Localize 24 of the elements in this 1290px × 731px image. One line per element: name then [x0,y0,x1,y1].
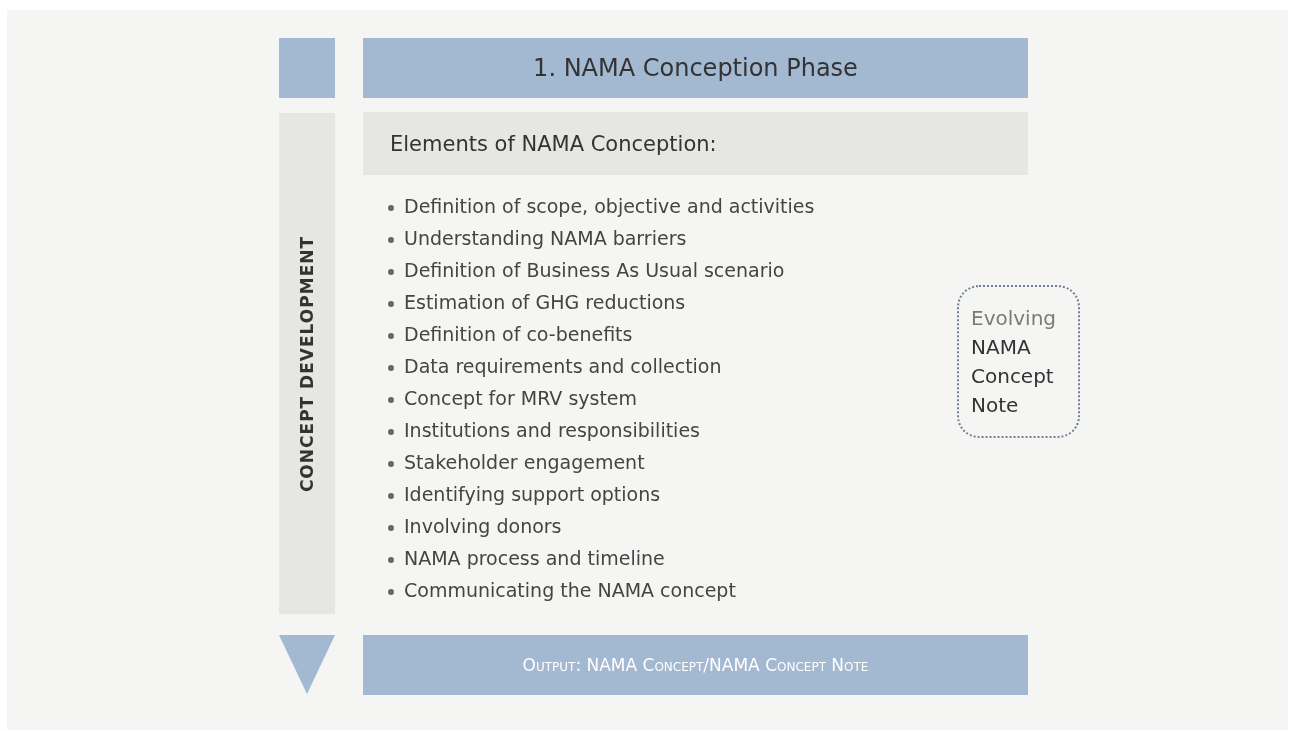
list-item: Definition of Business As Usual scenario [404,259,785,281]
list-item: Definition of co-benefits [404,323,633,345]
list-item: Concept for MRV system [404,387,638,409]
list-item: Data requirements and collection [404,355,722,377]
list-item: Understanding NAMA barriers [404,227,687,249]
list-item: Estimation of GHG reductions [404,291,686,313]
header-bar [363,38,1028,98]
note-text: NAMA Concept Note [971,333,1055,419]
arrowhead-triangle [279,635,335,694]
output-bar [363,635,1028,695]
section-heading: Elements of NAMA Conception: [390,131,717,156]
vertical-label: CONCEPT DEVELOPMENT [297,235,317,492]
list-item: NAMA process and timeline [404,547,665,569]
note-box [957,285,1080,438]
output-text: Output: NAMA Concept/NAMA Concept Note [522,655,869,675]
header-box [279,38,335,98]
list-item: Definition of scope, objective and activities [404,195,815,217]
list-item: Communicating the NAMA concept [404,579,736,601]
phase-title: 1. NAMA Conception Phase [533,54,858,82]
list-item: Stakeholder engagement [404,451,645,473]
list-item: Identifying support options [404,483,661,505]
note-text: Evolving [971,304,1058,332]
list-item: Institutions and responsibilities [404,419,700,441]
list-item: Involving donors [404,515,562,537]
